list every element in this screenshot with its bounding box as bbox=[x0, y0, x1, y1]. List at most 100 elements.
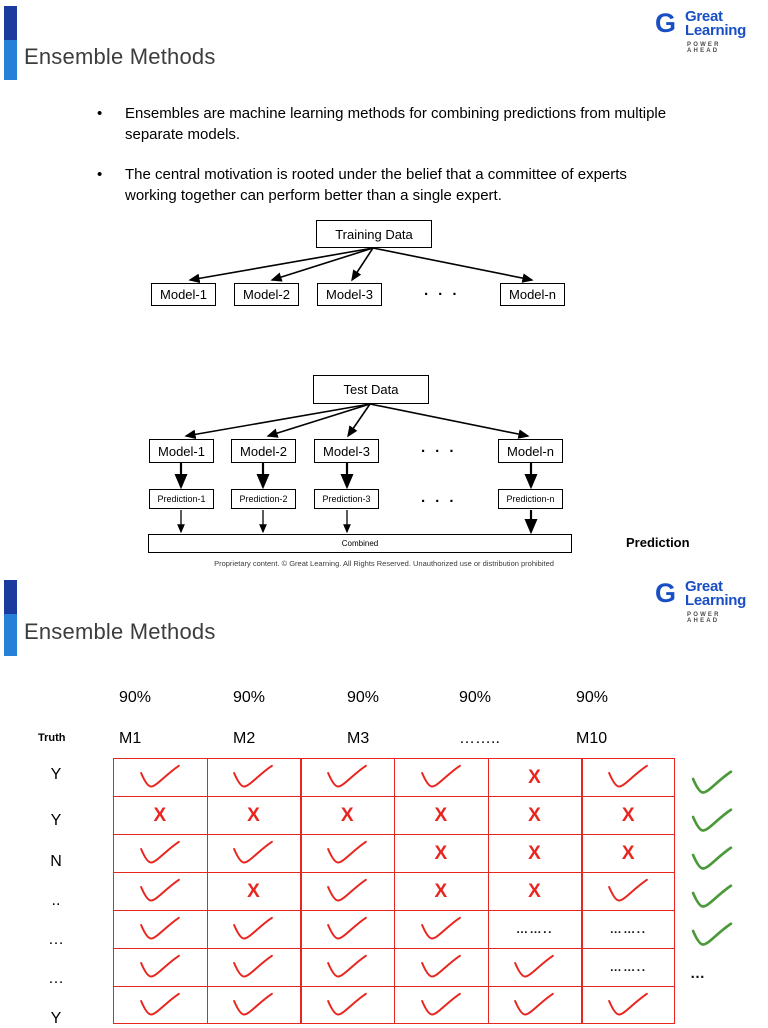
matrix-cell bbox=[300, 910, 394, 948]
node-label: Combined bbox=[341, 539, 379, 548]
node-prediction-1: Prediction-1 bbox=[149, 489, 214, 509]
matrix-cell: …….. bbox=[581, 910, 675, 948]
matrix-cell bbox=[581, 758, 675, 796]
matrix-cell bbox=[394, 758, 488, 796]
matrix-column-divider bbox=[487, 758, 490, 1024]
node-combined: Combined bbox=[148, 534, 572, 553]
cross-mark-icon: X bbox=[621, 804, 635, 826]
matrix-cell bbox=[581, 872, 675, 910]
matrix-cell: X bbox=[394, 872, 488, 910]
bullet-marker: • bbox=[97, 166, 103, 183]
accuracy-header-m1: 90% bbox=[119, 689, 152, 706]
accent-bar-light bbox=[4, 614, 17, 656]
majority-vote-cell bbox=[690, 878, 748, 916]
model-header-m1: M1 bbox=[119, 730, 142, 747]
accuracy-header-m10: 90% bbox=[576, 689, 609, 706]
node-label: Model-1 bbox=[158, 443, 205, 459]
matrix-cell: X bbox=[394, 834, 488, 872]
accent-bar-dark bbox=[4, 580, 17, 614]
check-mark-icon bbox=[691, 845, 733, 870]
page-title: Ensemble Methods bbox=[24, 44, 216, 69]
matrix-cell: X bbox=[300, 796, 394, 834]
node-label: Prediction-1 bbox=[157, 494, 206, 504]
check-mark-icon bbox=[514, 992, 555, 1015]
node-test-model-1: Model-1 bbox=[149, 439, 214, 463]
node-train-model-3: Model-3 bbox=[317, 283, 382, 306]
matrix-cell: X bbox=[581, 834, 675, 872]
matrix-cell bbox=[394, 910, 488, 948]
check-mark-icon bbox=[608, 878, 649, 901]
matrix-cell bbox=[488, 986, 582, 1024]
node-label: Prediction-2 bbox=[239, 494, 288, 504]
truth-value: … bbox=[48, 931, 64, 948]
matrix-cell: …….. bbox=[488, 910, 582, 948]
bullet-text: Ensembles are machine learning methods f… bbox=[125, 105, 667, 143]
matrix-cell bbox=[300, 948, 394, 986]
check-mark-icon bbox=[420, 916, 461, 939]
truth-value: .. bbox=[51, 892, 61, 909]
accuracy-header-dots: 90% bbox=[459, 689, 492, 706]
matrix-row-divider bbox=[113, 986, 675, 988]
check-mark-icon bbox=[420, 954, 461, 977]
node-label: Prediction-n bbox=[506, 494, 555, 504]
check-mark-icon bbox=[327, 916, 368, 939]
check-mark-icon bbox=[420, 764, 461, 787]
bullet-marker: • bbox=[97, 105, 103, 122]
matrix-cell bbox=[300, 758, 394, 796]
check-mark-icon bbox=[139, 764, 180, 787]
majority-vote-cell bbox=[690, 916, 748, 954]
matrix-column-divider bbox=[394, 758, 396, 1024]
matrix-cell: X bbox=[488, 872, 582, 910]
matrix-cell bbox=[207, 758, 301, 796]
model-header-m2: M2 bbox=[233, 730, 256, 747]
matrix-cell bbox=[207, 910, 301, 948]
cross-mark-icon: X bbox=[340, 804, 354, 826]
node-label: Test Data bbox=[343, 382, 399, 397]
check-mark-icon bbox=[691, 883, 733, 908]
logo-word-learning: Learning bbox=[685, 592, 746, 609]
matrix-cell bbox=[207, 986, 301, 1024]
accent-bar-light bbox=[4, 40, 17, 80]
check-mark-icon bbox=[139, 916, 180, 939]
check-mark-icon bbox=[608, 764, 649, 787]
accent-bar-dark bbox=[4, 6, 17, 40]
check-mark-icon bbox=[139, 992, 180, 1015]
slide-ensemble-methods-1: G Great Learning POWER AHEAD Ensemble Me… bbox=[4, 6, 755, 568]
ellipsis-mark: … bbox=[690, 964, 707, 982]
node-train-model-1: Model-1 bbox=[151, 283, 216, 306]
matrix-cell: X bbox=[207, 872, 301, 910]
great-learning-logo: G Great Learning POWER AHEAD bbox=[655, 578, 755, 626]
cross-mark-icon: X bbox=[434, 880, 448, 902]
matrix-cell bbox=[394, 948, 488, 986]
check-mark-icon bbox=[691, 807, 733, 832]
check-mark-icon bbox=[139, 878, 180, 901]
node-prediction-3: Prediction-3 bbox=[314, 489, 379, 509]
training-diagram-arrows bbox=[174, 247, 538, 535]
great-learning-logo: G Great Learning POWER AHEAD bbox=[655, 8, 755, 56]
matrix-cell bbox=[113, 758, 207, 796]
check-mark-icon bbox=[233, 916, 274, 939]
check-mark-icon bbox=[327, 992, 368, 1015]
check-mark-icon bbox=[327, 840, 368, 863]
node-label: Model-n bbox=[509, 287, 556, 302]
matrix-cell bbox=[207, 948, 301, 986]
check-mark-icon bbox=[327, 764, 368, 787]
cross-mark-icon: X bbox=[621, 842, 635, 864]
node-label: Model-2 bbox=[243, 287, 290, 302]
node-label: Model-3 bbox=[323, 443, 370, 459]
matrix-row-divider bbox=[113, 910, 675, 912]
matrix-cell bbox=[300, 872, 394, 910]
node-train-model-n: Model-n bbox=[500, 283, 565, 306]
prediction-output-label: Prediction bbox=[626, 535, 690, 550]
check-mark-icon bbox=[514, 954, 555, 977]
cross-mark-icon: X bbox=[528, 804, 541, 826]
logo-word-learning: Learning bbox=[685, 22, 746, 39]
node-label: Model-3 bbox=[326, 287, 373, 302]
truth-value: Y bbox=[50, 1010, 62, 1027]
check-mark-icon bbox=[691, 769, 733, 794]
node-label: Model-1 bbox=[160, 287, 207, 302]
node-prediction-2: Prediction-2 bbox=[231, 489, 296, 509]
logo-g-icon: G bbox=[655, 578, 677, 608]
matrix-cell: X bbox=[488, 834, 582, 872]
